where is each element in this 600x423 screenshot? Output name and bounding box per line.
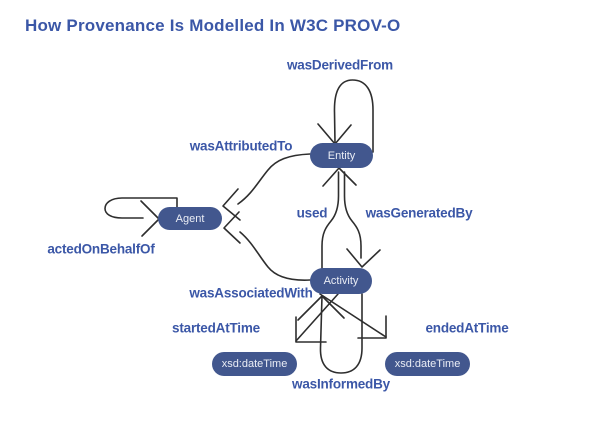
edge-label-wasderivedfrom: wasDerivedFrom <box>287 57 393 73</box>
edge-wasgeneratedby-arrowhead <box>346 248 381 268</box>
edge-wasattributedto-arrowhead <box>222 188 241 221</box>
node-datetime-end: xsd:dateTime <box>385 352 470 376</box>
edge-actedonbehalfof-arrowhead <box>140 200 160 237</box>
edge-wasgeneratedby-line <box>343 171 362 259</box>
edge-label-startedattime: startedAtTime <box>172 320 260 336</box>
edge-label-wasassociatedwith: wasAssociatedWith <box>189 285 313 301</box>
edge-actedonbehalfof-line <box>104 197 178 219</box>
node-agent: Agent <box>158 207 222 230</box>
edge-label-actedonbehalfof: actedOnBehalfOf <box>47 241 155 257</box>
edge-used-arrowhead <box>322 167 357 187</box>
edge-label-used: used <box>296 205 328 221</box>
edge-wasassociatedwith-line <box>239 231 311 281</box>
edge-endedattime-line <box>319 293 387 338</box>
edge-startedattime-arrowhead <box>295 316 327 343</box>
edge-label-wasattributedto: wasAttributedTo <box>189 138 293 154</box>
node-entity: Entity <box>310 143 373 168</box>
edge-wasderivedfrom-line <box>333 79 374 153</box>
edge-wasattributedto-line <box>237 153 311 205</box>
node-activity: Activity <box>310 268 372 294</box>
edge-endedattime-arrowhead <box>357 315 387 339</box>
edge-wasassociatedwith-arrowhead <box>223 211 241 244</box>
edge-label-wasgeneratedby: wasGeneratedBy <box>365 205 473 221</box>
edge-wasinformedby-line <box>319 293 363 374</box>
edge-label-endedattime: endedAtTime <box>425 320 509 336</box>
page-title: How Provenance Is Modelled In W3C PROV-O <box>25 16 401 35</box>
edge-used-line <box>321 171 340 269</box>
edge-label-wasinformedby: wasInformedBy <box>292 376 390 392</box>
node-datetime-start: xsd:dateTime <box>212 352 297 376</box>
